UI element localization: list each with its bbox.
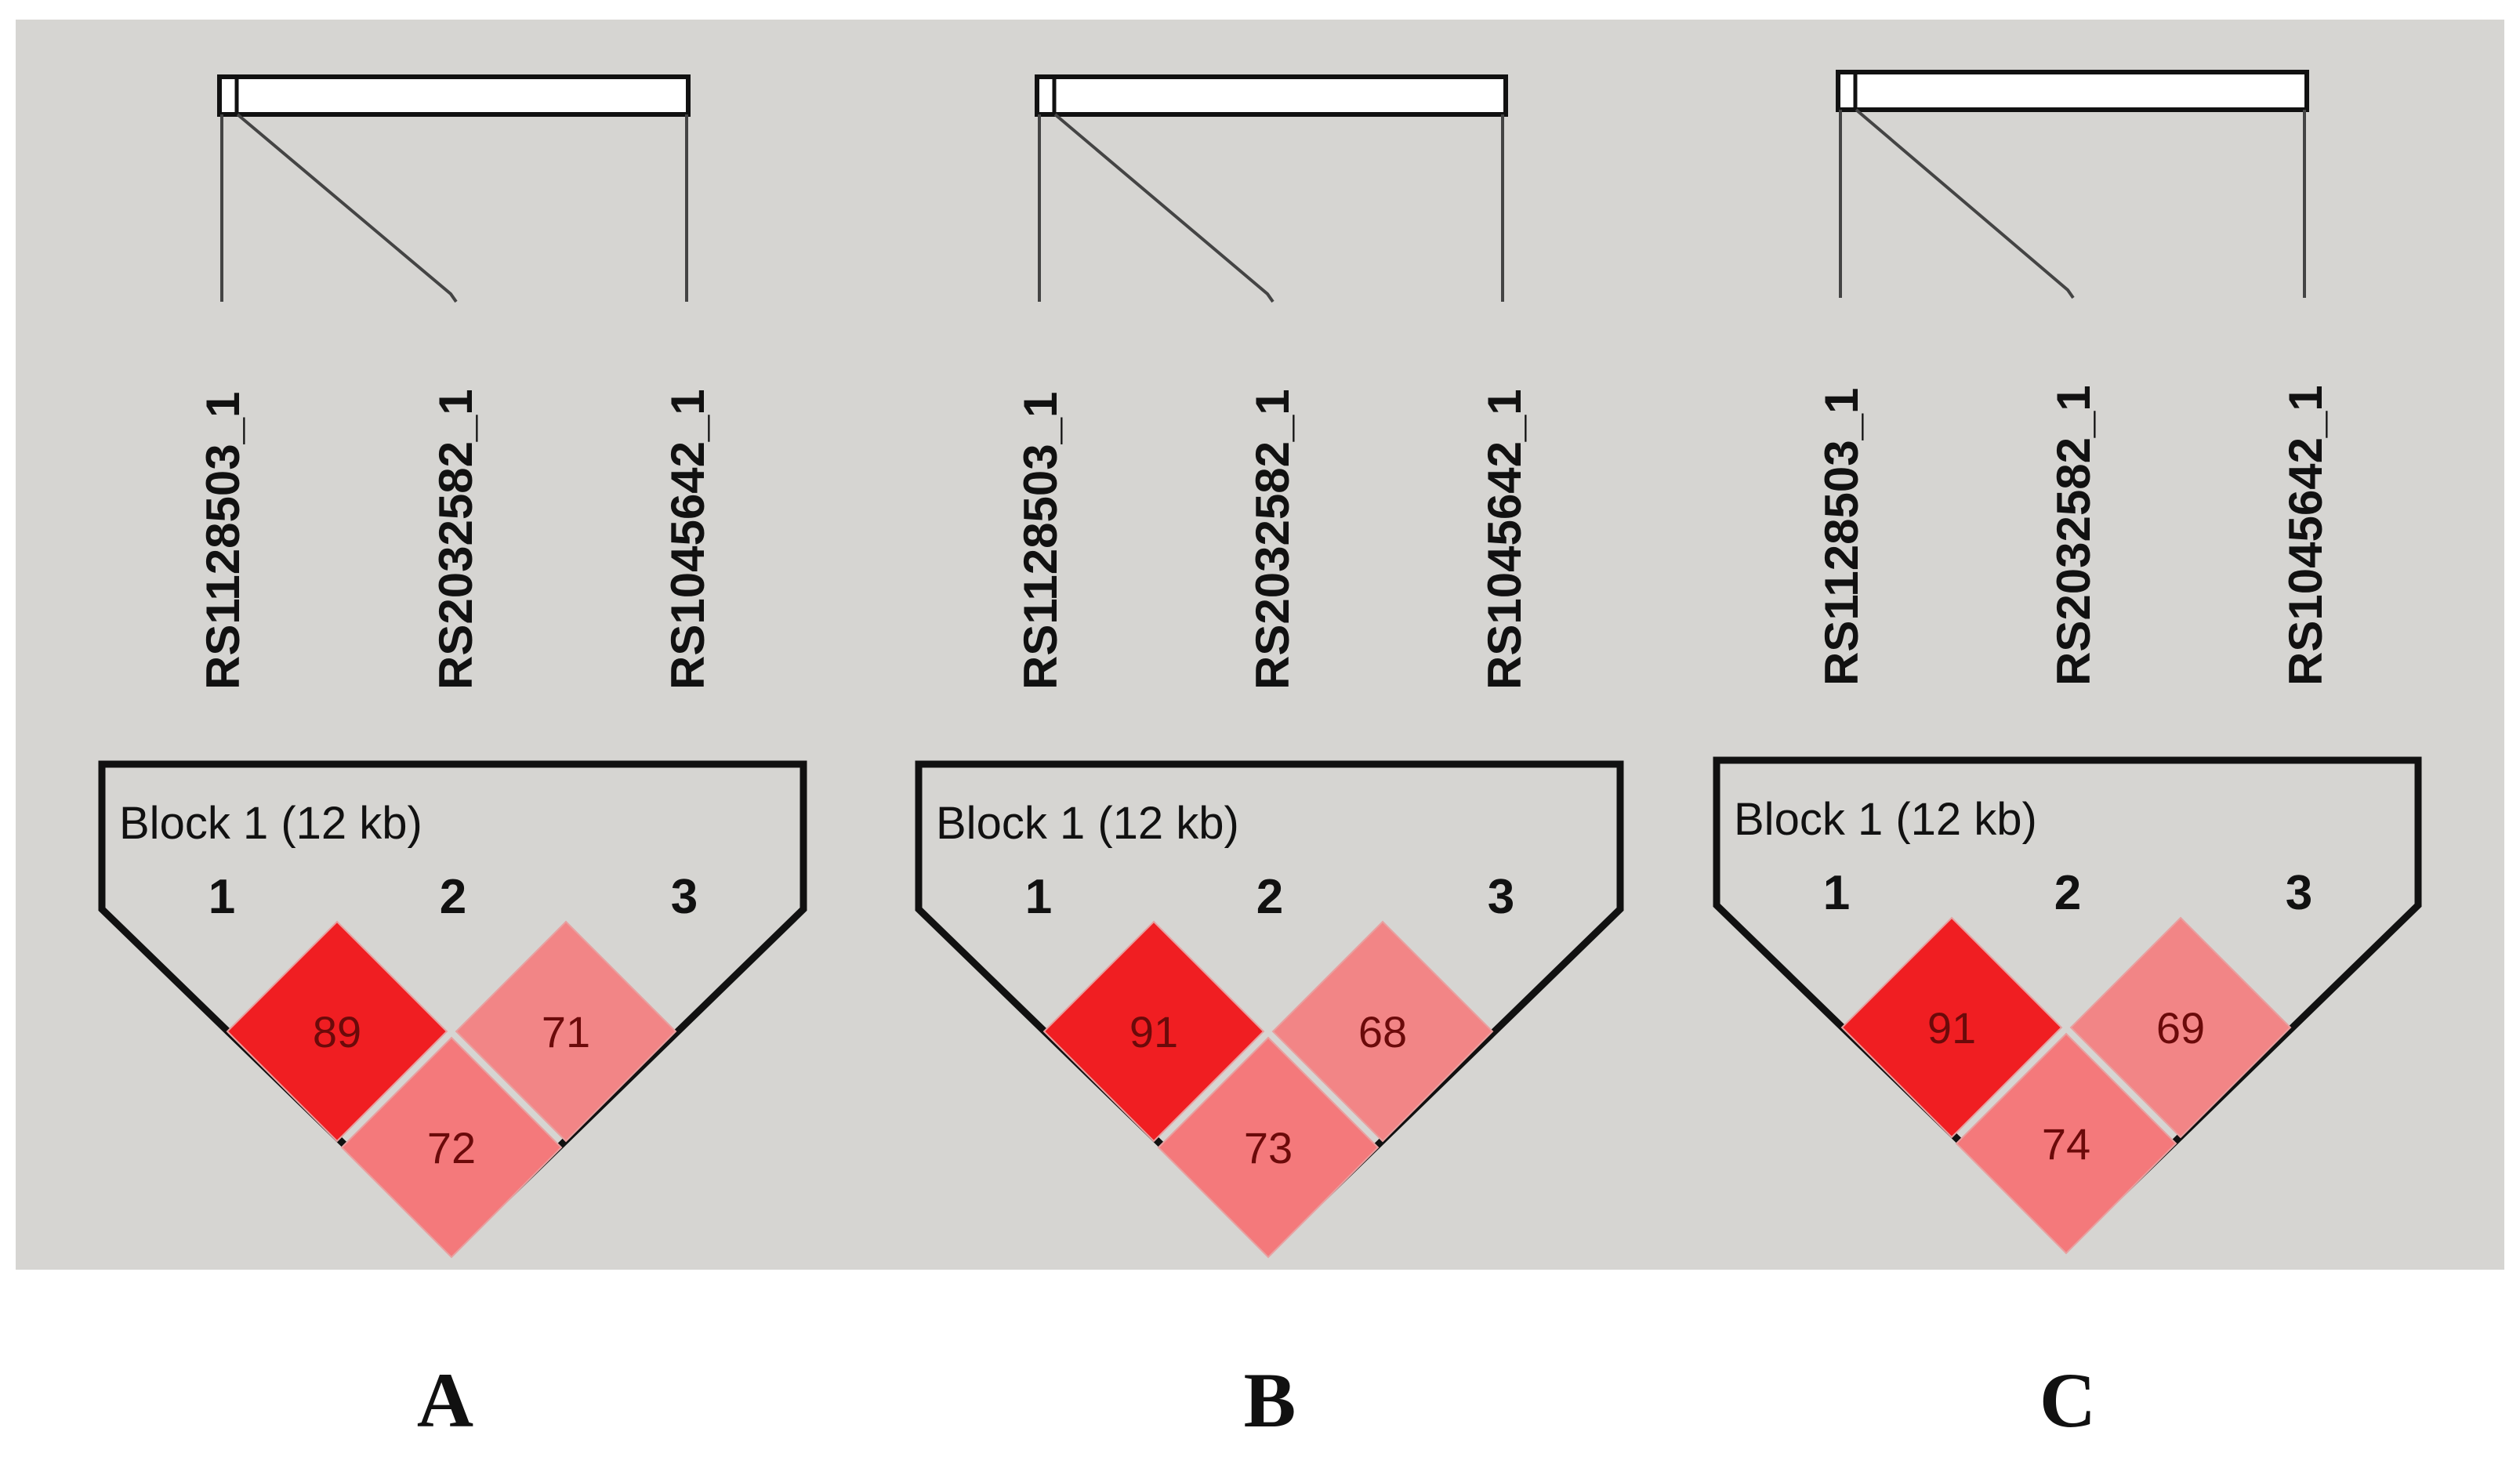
ld-cell-1-2 [1042, 920, 1265, 1143]
ld-cell-1-2 [1840, 916, 2063, 1139]
marker-index-2: 2 [2054, 866, 2081, 920]
ld-value-1-3: 72 [427, 1123, 476, 1172]
snp-position-lines [1038, 113, 1504, 303]
snp-label-3: RS1045642_1 [1478, 389, 1531, 690]
ld-value-2-3: 69 [2156, 1003, 2205, 1053]
chromosome-bar [1035, 74, 1508, 117]
snp-label-1: RS1128503_1 [1014, 392, 1067, 690]
snp-label-1: RS1128503_1 [1815, 388, 1868, 686]
block-title: Block 1 (12 kb) [1734, 794, 2037, 845]
snp-position-lines [220, 113, 688, 303]
marker-index-1: 1 [1025, 870, 1052, 924]
marker-index-3: 3 [1488, 870, 1514, 924]
ld-cell-2-3 [2069, 916, 2292, 1139]
ld-value-2-3: 68 [1358, 1007, 1407, 1057]
panel-a: RS1128503_1 RS2032582_1 RS1045642_1 Bloc… [98, 74, 807, 1444]
panel-letter: C [2040, 1357, 2096, 1444]
marker-index-3: 3 [2286, 866, 2312, 920]
snp-label-2: RS2032582_1 [430, 389, 482, 690]
ld-cell-2-3 [1271, 920, 1494, 1143]
ld-cell-1-3 [1955, 1032, 2177, 1255]
panel-c: RS1128503_1 RS2032582_1 RS1045642_1 Bloc… [1713, 70, 2422, 1444]
block-title: Block 1 (12 kb) [119, 798, 422, 849]
block-title: Block 1 (12 kb) [936, 798, 1239, 849]
snp-label-3: RS1045642_1 [662, 389, 714, 690]
ld-value-1-3: 74 [2042, 1119, 2090, 1169]
marker-index-3: 3 [671, 870, 698, 924]
marker-index-2: 2 [440, 870, 466, 924]
snp-label-2: RS2032582_1 [2047, 385, 2100, 686]
panel-letter: B [1244, 1357, 1296, 1444]
ld-value-1-2: 89 [313, 1007, 361, 1057]
chromosome-bar [1836, 70, 2309, 112]
ld-value-1-2: 91 [1129, 1007, 1178, 1057]
ld-cell-1-2 [226, 920, 448, 1143]
chromosome-bar [217, 74, 691, 117]
marker-index-2: 2 [1256, 870, 1283, 924]
snp-label-2: RS2032582_1 [1246, 389, 1299, 690]
panel-b: RS1128503_1 RS2032582_1 RS1045642_1 Bloc… [915, 74, 1624, 1444]
snp-label-1: RS1128503_1 [197, 392, 249, 690]
snp-label-3: RS1045642_1 [2279, 385, 2332, 686]
marker-index-1: 1 [1823, 866, 1850, 920]
ld-cell-2-3 [455, 920, 677, 1143]
snp-position-lines [1839, 108, 2306, 299]
panel-letter: A [417, 1357, 473, 1444]
ld-value-2-3: 71 [542, 1007, 590, 1057]
ld-value-1-3: 73 [1244, 1123, 1293, 1172]
marker-index-1: 1 [208, 870, 235, 924]
ld-value-1-2: 91 [1927, 1003, 1976, 1053]
ld-cell-1-3 [1157, 1036, 1380, 1259]
ld-cell-1-3 [340, 1036, 563, 1259]
